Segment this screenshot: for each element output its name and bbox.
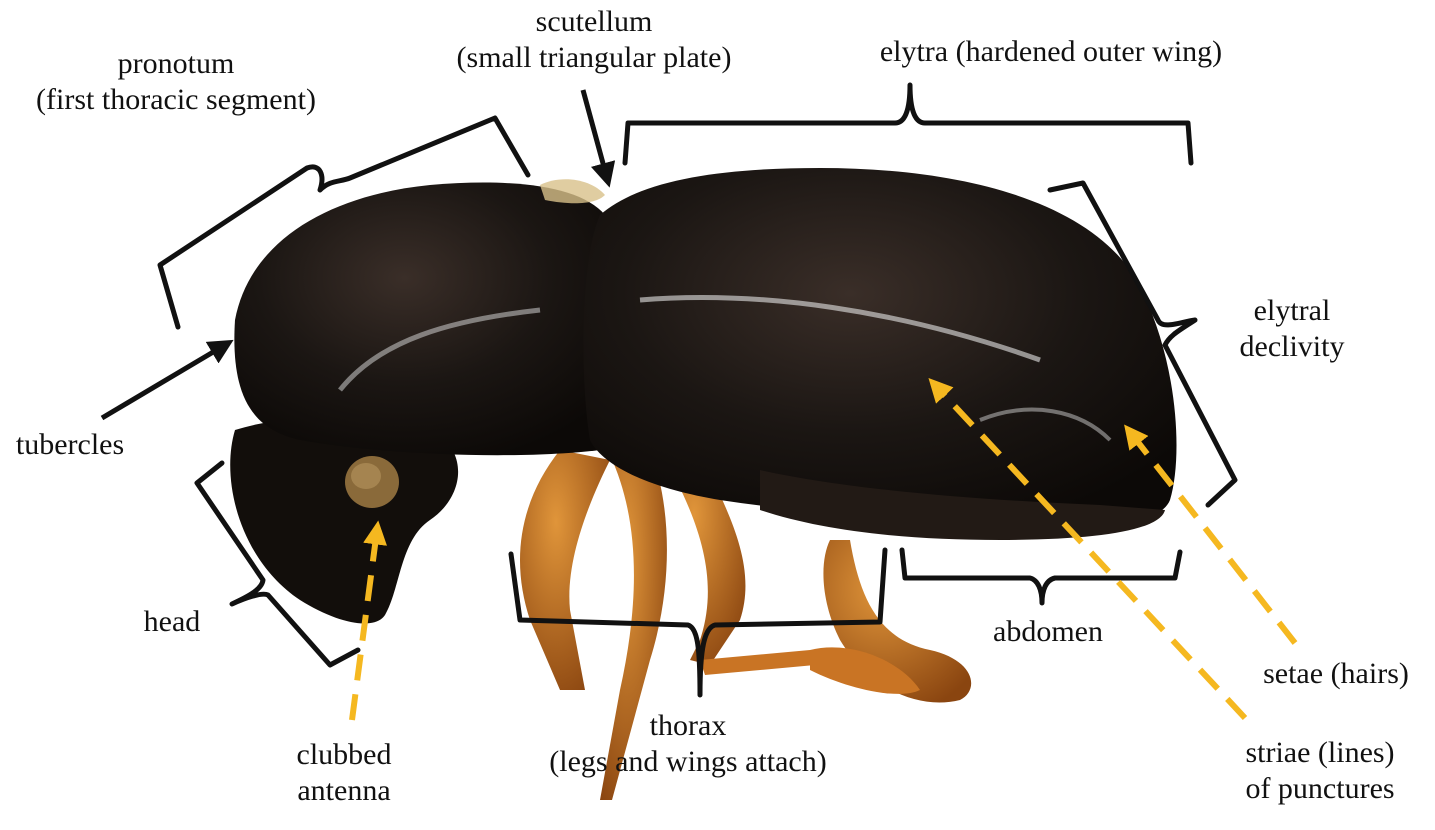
head-label: head (130, 604, 214, 640)
abdomen-label-line1: abdomen (978, 614, 1118, 650)
declivity-label-line1: elytral (1222, 293, 1362, 329)
thorax-label: thorax (legs and wings attach) (530, 708, 846, 780)
pronotum-label-line2: (first thoracic segment) (20, 82, 332, 118)
scutellum-label-line1: scutellum (438, 4, 750, 40)
setae-label: setae (hairs) (1248, 656, 1424, 692)
striae-label-line2: of punctures (1230, 771, 1410, 807)
elytra-bracket (625, 85, 1191, 163)
scutellum-label: scutellum (small triangular plate) (438, 4, 750, 76)
head-label-line1: head (130, 604, 214, 640)
abdomen-bracket (902, 550, 1180, 603)
scutellum-label-line2: (small triangular plate) (438, 40, 750, 76)
clubbed-antenna-label: clubbed antenna (280, 737, 408, 809)
tubercles-arrow (102, 345, 225, 418)
pronotum-label: pronotum (first thoracic segment) (20, 46, 332, 118)
setae-label-line1: setae (hairs) (1248, 656, 1424, 692)
beetle-illustration (230, 168, 1176, 800)
beetle-elytra (583, 168, 1176, 527)
tubercles-label-line1: tubercles (6, 427, 134, 463)
elytra-label: elytra (hardened outer wing) (855, 34, 1247, 70)
abdomen-label: abdomen (978, 614, 1118, 650)
declivity-label: elytral declivity (1222, 293, 1362, 365)
clubbed-antenna-label-line2: antenna (280, 773, 408, 809)
beetle-pronotum (234, 183, 612, 456)
elytra-label-line1: elytra (hardened outer wing) (855, 34, 1247, 70)
pronotum-label-line1: pronotum (20, 46, 332, 82)
striae-label-line1: striae (lines) (1230, 735, 1410, 771)
striae-label: striae (lines) of punctures (1230, 735, 1410, 807)
declivity-label-line2: declivity (1222, 329, 1362, 365)
tubercles-label: tubercles (6, 427, 134, 463)
clubbed-antenna-label-line1: clubbed (280, 737, 408, 773)
thorax-label-line1: thorax (530, 708, 846, 744)
scutellum-arrow (583, 90, 607, 178)
thorax-label-line2: (legs and wings attach) (530, 744, 846, 780)
